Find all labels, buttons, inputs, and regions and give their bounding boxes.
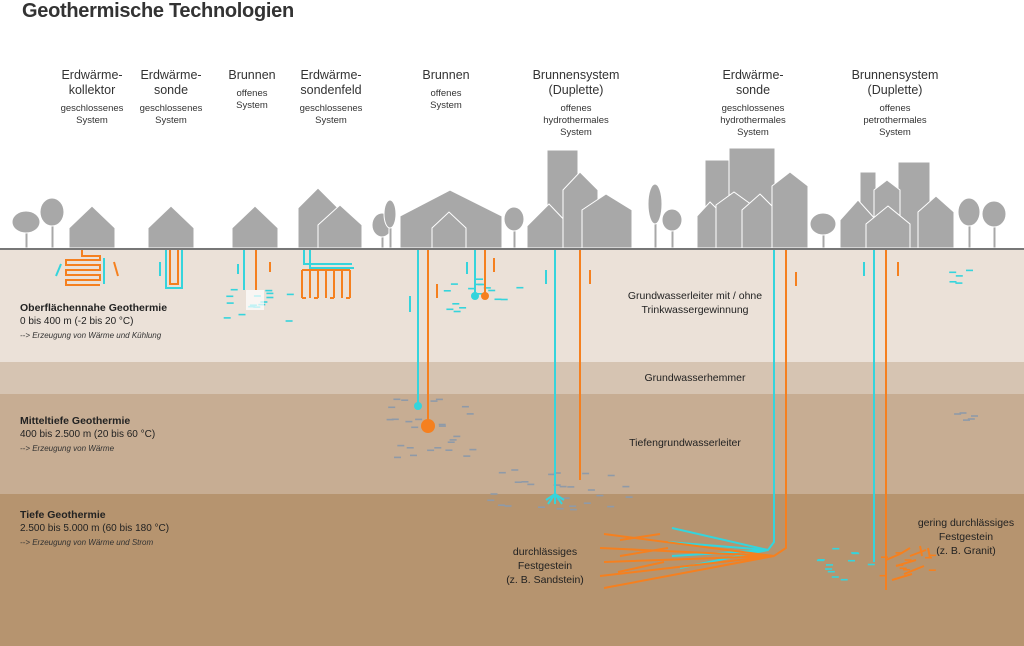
zone-label-aquitard: Grundwasserhemmer <box>644 372 746 384</box>
tech-name: Brunnen <box>228 68 276 82</box>
tree-icon <box>809 212 837 249</box>
house-icon <box>231 205 279 249</box>
probe-loop <box>165 250 183 289</box>
tree-icon <box>957 197 981 249</box>
tech-name: Brunnen <box>422 68 470 82</box>
layer-use: --> Erzeugung von Wärme <box>20 444 115 453</box>
tree-icon <box>647 183 663 249</box>
layer-depth: 0 bis 400 m (-2 bis 20 °C) <box>20 316 134 327</box>
layer-title: Tiefe Geothermie <box>20 509 106 521</box>
tech-name: Erdwärme-kollektor <box>61 68 123 97</box>
layer-deep <box>0 494 1024 646</box>
geothermal-pipes <box>55 250 931 590</box>
tech-name: Erdwärme-sondenfeld <box>300 68 362 97</box>
groundwater-dashes <box>223 269 978 581</box>
layer-label-deep: Tiefe Geothermie 2.500 bis 5.000 m (60 b… <box>20 508 169 550</box>
tree-icon <box>39 197 65 249</box>
layer-depth: 400 bis 2.500 m (20 bis 60 °C) <box>20 429 156 440</box>
layer-depth: 2.500 bis 5.000 m (60 bis 180 °C) <box>20 523 170 534</box>
tree-icon <box>383 199 397 249</box>
layer-middle <box>0 394 1024 494</box>
city-block-icon <box>696 147 809 249</box>
deep-probe-warm <box>603 250 787 558</box>
tree-icon <box>11 210 41 249</box>
tech-name: Erdwärme-sonde <box>722 68 784 97</box>
deep-probe-cold <box>671 250 775 552</box>
layer-use: --> Erzeugung von Wärme und Strom <box>20 538 154 547</box>
city-block-icon <box>839 161 955 249</box>
layer-aquitard <box>0 362 1024 394</box>
house-icon <box>431 211 467 249</box>
layer-label-middle: Mitteltiefe Geothermie 400 bis 2.500 m (… <box>20 414 155 456</box>
collector-loop <box>65 250 101 286</box>
tech-name: Brunnensystem(Duplette) <box>851 68 939 97</box>
layer-title: Mitteltiefe Geothermie <box>20 415 131 427</box>
layer-label-shallow: Oberflächennahe Geothermie 0 bis 400 m (… <box>20 301 167 343</box>
house-icon <box>68 205 116 249</box>
page-title: Geothermische Technologien <box>22 0 294 22</box>
tree-icon <box>503 206 525 249</box>
zone-label-deep-aquifer: Tiefengrundwasserleiter <box>629 437 741 449</box>
city-block-icon <box>526 149 633 249</box>
skyline <box>11 147 1007 249</box>
tree-icon <box>661 208 683 249</box>
probe-field <box>303 250 354 269</box>
house-icon <box>317 204 363 249</box>
tech-name: Erdwärme-sonde <box>140 68 202 97</box>
layer-use: --> Erzeugung von Wärme und Kühlung <box>20 331 162 340</box>
house-icon <box>147 205 195 249</box>
tree-icon <box>981 200 1007 249</box>
tech-name: Brunnensystem(Duplette) <box>532 68 620 97</box>
layer-title: Oberflächennahe Geothermie <box>20 302 168 314</box>
